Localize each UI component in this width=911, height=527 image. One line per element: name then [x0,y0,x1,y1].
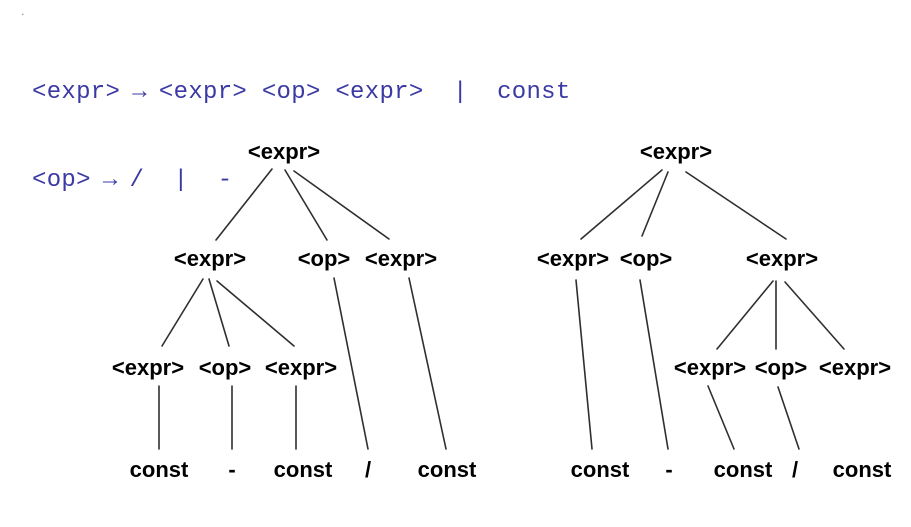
tree-leaf-const: const [570,457,630,482]
grammar-lhs: <op> [32,167,91,194]
tree-node-expr: <expr> [173,246,247,271]
tree-node-expr: <expr> [247,139,321,164]
grammar-rhs: / | - [129,167,233,194]
tree-leaf-const: const [417,457,477,482]
tree-node-expr: <expr> [111,355,185,380]
tree-leaf-slash: / [791,457,799,482]
tree-edge [408,277,447,450]
tree-node-expr: <expr> [673,355,747,380]
grammar-rule-op: <op> → / | - [32,166,571,200]
tree-edge [208,278,230,347]
tree-edge [575,279,593,450]
tree-node-op: <op> [619,246,673,271]
tree-edge [777,386,800,450]
tree-node-expr: <expr> [745,246,819,271]
tree-node-op: <op> [198,355,252,380]
tree-node-expr: <expr> [536,246,610,271]
grammar-rules: <expr> → <expr> <op> <expr> | const <op> → /… [32,24,571,254]
tree-edge [716,280,774,350]
tree-node-op: <op> [297,246,351,271]
tree-edge [293,170,390,240]
tree-edge [707,385,735,450]
tree-node-expr: <expr> [364,246,438,271]
tree-edge [641,171,669,237]
arrow-icon: → [102,167,118,194]
arrow-icon: → [132,79,147,106]
tree-edge [216,280,295,347]
tree-edge [580,169,663,240]
tree-edge [639,279,669,450]
tree-leaf-minus: - [665,457,673,482]
grammar-lhs: <expr> [32,79,121,106]
tree-leaf-const: const [832,457,892,482]
grammar-rhs: <expr> <op> <expr> | const [158,79,571,106]
tree-leaf-const: const [273,457,333,482]
tree-node-expr: <expr> [639,139,713,164]
tree-edge [784,281,845,350]
tree-node-expr: <expr> [264,355,338,380]
tree-node-op: <op> [754,355,808,380]
grammar-rule-expr: <expr> → <expr> <op> <expr> | const [32,78,571,112]
tree-leaf-slash: / [364,457,372,482]
tree-leaf-minus: - [228,457,236,482]
tree-edge [215,168,273,241]
tree-edge [284,169,328,241]
tree-edge [333,277,369,450]
tree-leaf-const: const [129,457,189,482]
tree-leaf-const: const [713,457,773,482]
stray-dot-artifact: . [21,5,25,18]
tree-edge [161,278,204,347]
tree-node-expr: <expr> [818,355,892,380]
tree-edge [685,171,787,240]
